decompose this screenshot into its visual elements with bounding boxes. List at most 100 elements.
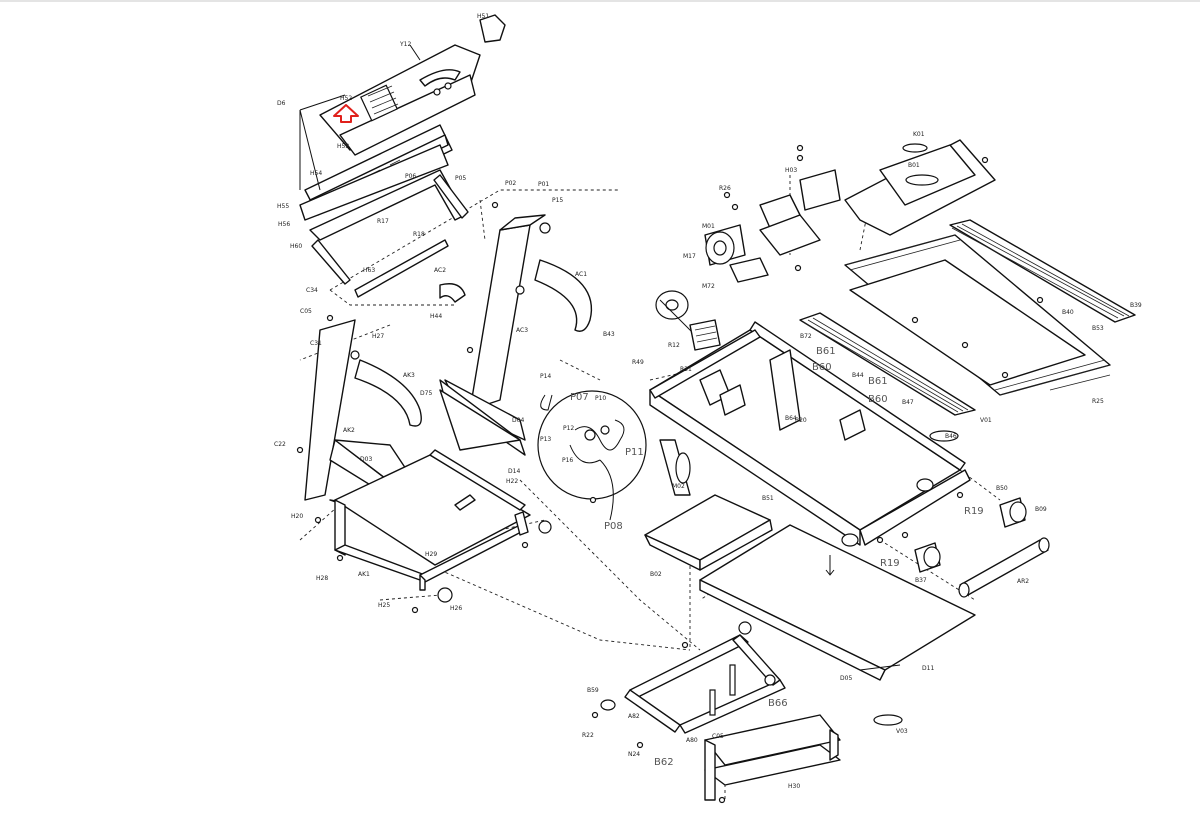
label-b50: B50 <box>996 485 1008 492</box>
wiring-detail <box>537 390 647 521</box>
base-frame-left <box>334 449 552 603</box>
label-b46: B46 <box>945 433 957 440</box>
label-r12: R12 <box>668 342 680 349</box>
part-labels-callout: B61 B60 B61 B60 P07 P11 P08 R19 R19 B66 … <box>570 346 984 768</box>
label-c05b: C05 <box>712 733 724 740</box>
label-b40: B40 <box>1062 309 1074 316</box>
label-b44: B44 <box>852 372 864 379</box>
label-ar2: AR2 <box>1017 578 1029 585</box>
label-m17: M17 <box>683 253 696 260</box>
bottom-plate <box>699 524 976 681</box>
label-p06: P06 <box>405 173 416 180</box>
label-r19-lower: R19 <box>880 558 900 569</box>
label-h63: H63 <box>363 267 375 274</box>
upright-assembly <box>304 214 592 536</box>
highlight-arrow-icon <box>333 104 359 123</box>
label-h28: H28 <box>316 575 328 582</box>
label-c34: C34 <box>306 287 318 294</box>
label-b60-upper: B60 <box>812 362 832 373</box>
label-p07: P07 <box>570 392 589 403</box>
label-b64: B64 <box>785 415 797 422</box>
label-h20: H20 <box>291 513 303 520</box>
label-p08: P08 <box>604 521 623 532</box>
label-r19-upper: R19 <box>964 506 984 517</box>
label-b61-upper: B61 <box>816 346 836 357</box>
label-b01: B01 <box>908 162 920 169</box>
label-h30: H30 <box>788 783 800 790</box>
label-p12: P12 <box>563 425 574 432</box>
label-h56: H56 <box>278 221 290 228</box>
incline-frame <box>600 621 841 801</box>
fasteners <box>296 144 1044 804</box>
label-p15: P15 <box>552 197 563 204</box>
label-m01: M01 <box>702 223 715 230</box>
label-d04: D04 <box>512 417 524 424</box>
label-r18: R18 <box>413 231 425 238</box>
label-p05: P05 <box>455 175 466 182</box>
label-h22: H22 <box>506 478 518 485</box>
label-ac3: AC3 <box>516 327 528 334</box>
rollers <box>873 430 1050 726</box>
label-ak2: AK2 <box>343 427 355 434</box>
label-h51: H51 <box>477 13 489 20</box>
label-h52: H52 <box>340 95 352 102</box>
console-assembly <box>299 14 506 298</box>
label-b72: B72 <box>800 333 812 340</box>
label-n24: N24 <box>628 751 640 758</box>
label-y12: Y12 <box>399 41 411 48</box>
label-r31: R31 <box>680 366 692 373</box>
label-p01: P01 <box>538 181 549 188</box>
label-p14: P14 <box>540 373 551 380</box>
label-b39: B39 <box>1130 302 1142 309</box>
label-b09: B09 <box>1035 506 1047 513</box>
label-p13: P13 <box>540 436 551 443</box>
label-h29: H29 <box>425 551 437 558</box>
label-d05: D05 <box>840 675 852 682</box>
label-b43: B43 <box>603 331 615 338</box>
label-b62: B62 <box>654 757 674 768</box>
label-h55: H55 <box>277 203 289 210</box>
label-d14: D14 <box>508 468 520 475</box>
label-d6: D6 <box>277 100 286 107</box>
label-h53: H53 <box>337 143 349 150</box>
label-h25: H25 <box>378 602 390 609</box>
label-c05: C05 <box>300 308 312 315</box>
label-p10: P10 <box>595 395 606 402</box>
label-a82: A82 <box>628 713 640 720</box>
label-d11: D11 <box>922 665 934 672</box>
label-m72: M72 <box>702 283 715 290</box>
label-d03: D03 <box>360 456 372 463</box>
label-b59: B59 <box>587 687 599 694</box>
label-v03: V03 <box>896 728 908 735</box>
label-ac2: AC2 <box>434 267 446 274</box>
label-p16: P16 <box>562 457 573 464</box>
motor-hood <box>844 139 996 236</box>
label-h54: H54 <box>310 170 322 177</box>
label-r25: R25 <box>1092 398 1104 405</box>
label-ac1: AC1 <box>575 271 587 278</box>
label-r49: R49 <box>632 359 644 366</box>
label-r17: R17 <box>377 218 389 225</box>
label-b02: B02 <box>650 571 662 578</box>
label-b53: B53 <box>1092 325 1104 332</box>
motor-assembly <box>655 169 841 351</box>
part-labels-small: B01 K01 H03 R26 M01 M17 M72 R12 B43 R49 … <box>274 13 1142 790</box>
label-h26: H26 <box>450 605 462 612</box>
label-c31: C31 <box>310 340 322 347</box>
label-k01: K01 <box>913 131 925 138</box>
label-a80: A80 <box>686 737 698 744</box>
label-p11: P11 <box>625 447 644 458</box>
label-b66: B66 <box>768 698 788 709</box>
label-b51: B51 <box>762 495 774 502</box>
label-m02: M02 <box>672 483 685 490</box>
label-h44: H44 <box>430 313 442 320</box>
tray-and-cover <box>644 494 773 571</box>
label-b47: B47 <box>902 399 914 406</box>
label-b37: B37 <box>915 577 927 584</box>
label-v01: V01 <box>980 417 992 424</box>
label-h03: H03 <box>785 167 797 174</box>
label-b60-lower: B60 <box>868 394 888 405</box>
label-ak1: AK1 <box>358 571 370 578</box>
